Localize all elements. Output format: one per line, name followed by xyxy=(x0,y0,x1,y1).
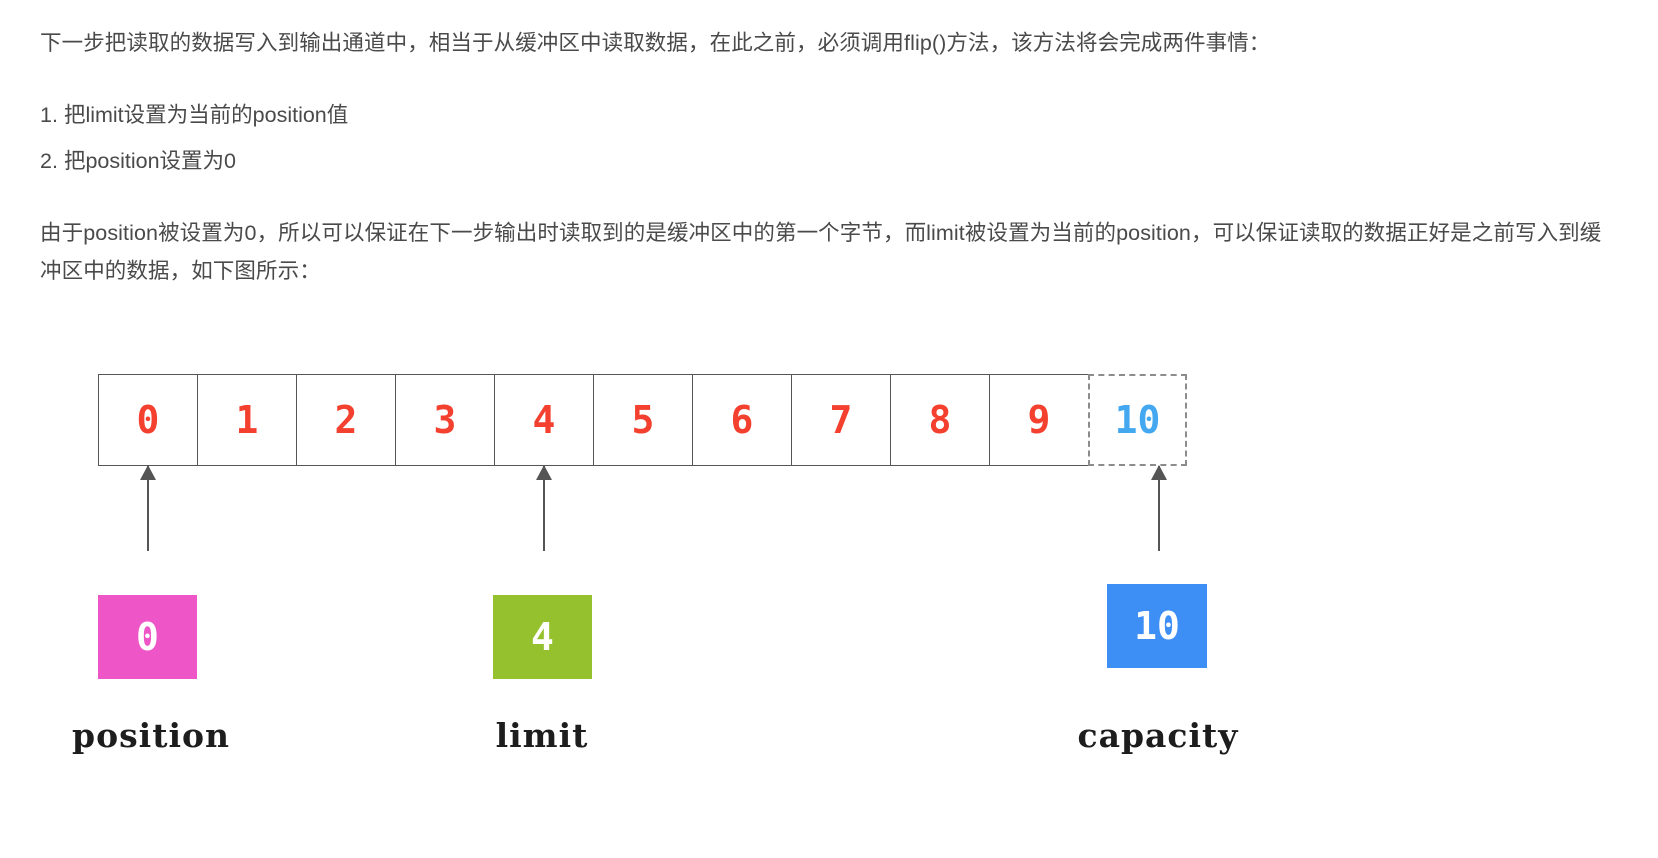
buffer-cell: 5 xyxy=(593,374,692,466)
list-item-label: 把position设置为0 xyxy=(63,149,237,173)
buffer-cell: 3 xyxy=(395,374,494,466)
list-item: 2.把position设置为0 xyxy=(40,138,1620,184)
limit-arrow-icon xyxy=(536,465,552,551)
buffer-cell: 9 xyxy=(989,374,1088,466)
buffer-cell: 6 xyxy=(692,374,791,466)
buffer-cell: 8 xyxy=(890,374,989,466)
buffer-cell: 7 xyxy=(791,374,890,466)
buffer-cell: 4 xyxy=(494,374,593,466)
arrow-head-icon xyxy=(1151,465,1167,480)
list-item-number: 2. xyxy=(40,149,58,173)
article-content: 下一步把读取的数据写入到输出通道中，相当于从缓冲区中读取数据，在此之前，必须调用… xyxy=(40,24,1620,290)
intro-paragraph: 下一步把读取的数据写入到输出通道中，相当于从缓冲区中读取数据，在此之前，必须调用… xyxy=(40,31,1271,55)
buffer-cell: 0 xyxy=(98,374,197,466)
arrow-head-icon xyxy=(536,465,552,480)
buffer-cell-row: 0 1 2 3 4 5 6 7 8 9 10 xyxy=(98,374,1187,466)
buffer-diagram: 0 1 2 3 4 5 6 7 8 9 10 0 4 10 position l… xyxy=(0,356,1658,856)
flip-steps-list: 1.把limit设置为当前的position值 2.把position设置为0 xyxy=(40,92,1620,184)
buffer-cell: 2 xyxy=(296,374,395,466)
position-value-box: 0 xyxy=(98,595,197,679)
list-item-number: 1. xyxy=(40,103,58,127)
arrow-head-icon xyxy=(140,465,156,480)
capacity-arrow-icon xyxy=(1151,465,1167,551)
position-arrow-icon xyxy=(140,465,156,551)
buffer-cell: 1 xyxy=(197,374,296,466)
limit-label: limit xyxy=(495,716,589,755)
capacity-label: capacity xyxy=(1077,716,1239,755)
capacity-value-box: 10 xyxy=(1107,584,1207,668)
position-label: position xyxy=(72,716,230,755)
buffer-cell-ghost: 10 xyxy=(1088,374,1187,466)
limit-value-box: 4 xyxy=(493,595,592,679)
list-item: 1.把limit设置为当前的position值 xyxy=(40,92,1620,138)
list-item-label: 把limit设置为当前的position值 xyxy=(63,103,349,127)
body-paragraph: 由于position被设置为0，所以可以保证在下一步输出时读取到的是缓冲区中的第… xyxy=(40,221,1602,283)
